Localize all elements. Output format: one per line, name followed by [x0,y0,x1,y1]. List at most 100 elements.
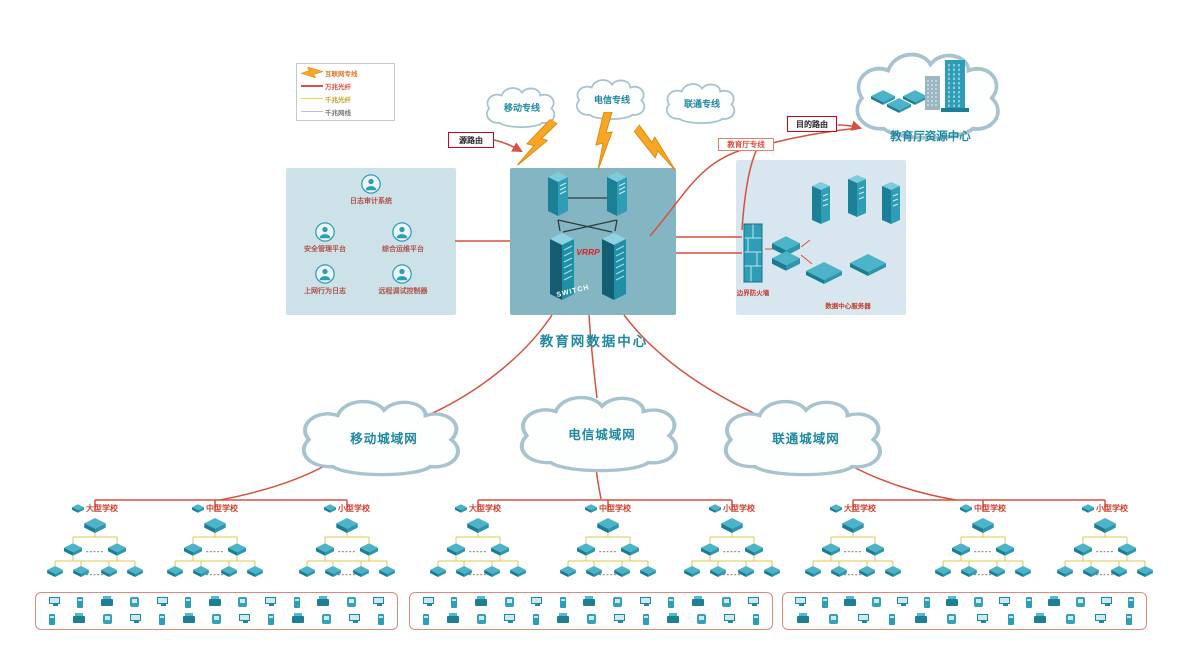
terminal-device-icon [129,614,141,623]
ellipsis-dashes: ----- [85,547,105,556]
school-label: 大型学校 [86,503,118,513]
school-node-small: 小型学校 ----- ----- [677,502,787,580]
source-route-label: 源路由 [459,135,483,145]
uplink-cloud-telecom: 电信专线 [570,76,654,122]
terminal-device-icon [422,597,434,606]
access-switch-icon [772,251,800,271]
ops-platform-icon [392,222,412,242]
school-label: 中型学校 [206,503,238,513]
school-label: 中型学校 [974,503,1006,513]
vrrp-label: VRRP [576,247,600,257]
rack-server-icon [806,262,842,284]
source-route-tag: 源路由 [448,132,494,148]
terminal-device-icon [423,614,429,625]
edu-dept-line-label: 教育厅专线 [727,140,765,149]
terminal-device-icon [559,597,566,608]
uplink-cloud-mobile: 移动专线 [480,84,564,130]
terminal-device-icon [322,614,332,624]
terminal-devices-box [35,592,398,630]
school-device-icon [324,503,336,513]
school-label: 小型学校 [1096,503,1128,513]
remote-debug-icon [392,264,412,284]
terminal-device-icon [974,597,983,607]
terminal-device-icon [48,614,55,625]
legend: 互联网专线 万兆光纤 千兆光纤 千兆网线 [296,63,395,121]
school-device-icon [72,503,84,513]
terminal-device-icon [292,613,305,623]
datacenter-title: 教育网数据中心 [539,334,649,349]
cloud-label: 联通城域网 [772,431,840,446]
terminal-device-icon [208,596,221,606]
school-label: 中型学校 [599,503,631,513]
terminal-device-icon [477,614,486,624]
mgmt-item-label: 日志审计系统 [350,198,392,205]
school-node-large: 大型学校 ----- ----- [798,502,908,580]
terminal-device-icon [130,597,140,607]
legend-label: 千兆网线 [325,109,351,117]
lightning-icon [299,67,325,78]
terminal-device-icon [872,597,881,607]
terminal-device-icon [697,614,706,624]
ellipsis-dashes: ----- [598,547,618,556]
school-device-icon [1082,503,1094,513]
terminal-device-icon [268,614,275,625]
resource-center-cloud: 教育厅资源中心 [843,46,1018,144]
terminal-device-icon [447,613,459,623]
terminal-device-icon [721,597,731,607]
legend-label: 千兆光纤 [325,96,351,104]
school-node-medium: 中型学校 ----- ----- [928,502,1038,580]
terminal-device-icon [915,613,928,623]
metro-cloud-mobile: 移动城域网 [288,394,480,480]
ellipsis-dashes: ----- [337,570,357,579]
terminal-devices-box [409,592,773,630]
ellipsis-dashes: ----- [1095,570,1115,579]
red-line-icon [299,84,325,87]
terminal-device-icon [185,597,192,608]
terminal-device-icon [829,614,839,624]
terminal-device-icon [639,597,651,606]
terminal-device-icon [797,613,810,623]
terminal-device-icon [346,597,356,607]
terminal-devices-box [782,592,1147,630]
school-label: 大型学校 [844,503,876,513]
ellipsis-dashes: ----- [1095,547,1115,556]
ellipsis-dashes: ----- [468,547,488,556]
terminal-device-icon [844,596,856,606]
ellipsis-dashes: ----- [722,570,742,579]
terminal-device-icon [889,614,896,625]
terminal-device-icon [897,597,908,606]
lightning-bolt-icon [628,124,686,173]
behavior-log-icon [315,264,335,284]
legend-row: 万兆光纤 [299,80,392,92]
terminal-device-icon [643,614,649,625]
cloud-label: 联通专线 [683,98,720,109]
ellipsis-dashes: ----- [843,570,863,579]
terminal-device-icon [924,597,930,608]
terminal-device-icon [583,596,596,606]
cloud-label: 移动城域网 [350,431,418,446]
gray-line-icon [299,110,325,113]
terminal-device-icon [557,613,569,623]
school-node-large: 大型学校 ----- ----- [40,502,150,580]
terminal-device-icon [1065,614,1075,624]
terminal-device-icon [373,597,385,606]
terminal-device-icon [293,597,300,608]
legend-row: 千兆光纤 [299,93,392,105]
school-device-icon [192,503,204,513]
terminal-device-icon [691,596,704,606]
rack-server-icon [850,254,886,276]
border-firewall-icon [743,223,763,283]
buildings-icon [871,60,969,113]
terminal-device-icon [504,614,515,623]
school-device-icon [960,503,972,513]
firewall-label: 边界防火墙 [736,290,770,297]
server-icon [881,181,901,224]
ellipsis-dashes: ----- [85,570,105,579]
terminal-device-icon [212,614,222,624]
security-platform-icon [315,222,335,242]
school-device-icon [455,503,467,513]
terminal-device-icon [1094,614,1106,623]
resource-center-label: 教育厅资源中心 [890,131,971,143]
terminal-device-icon [265,597,277,606]
